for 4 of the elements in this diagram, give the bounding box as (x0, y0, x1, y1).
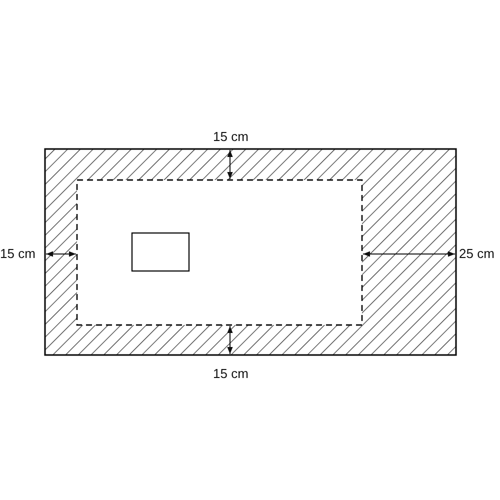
dimension-label: 15 cm (213, 129, 248, 144)
dimension-label: 15 cm (0, 246, 36, 261)
dimension-label: 25 cm (459, 246, 494, 261)
dimension-label: 15 cm (213, 366, 248, 381)
